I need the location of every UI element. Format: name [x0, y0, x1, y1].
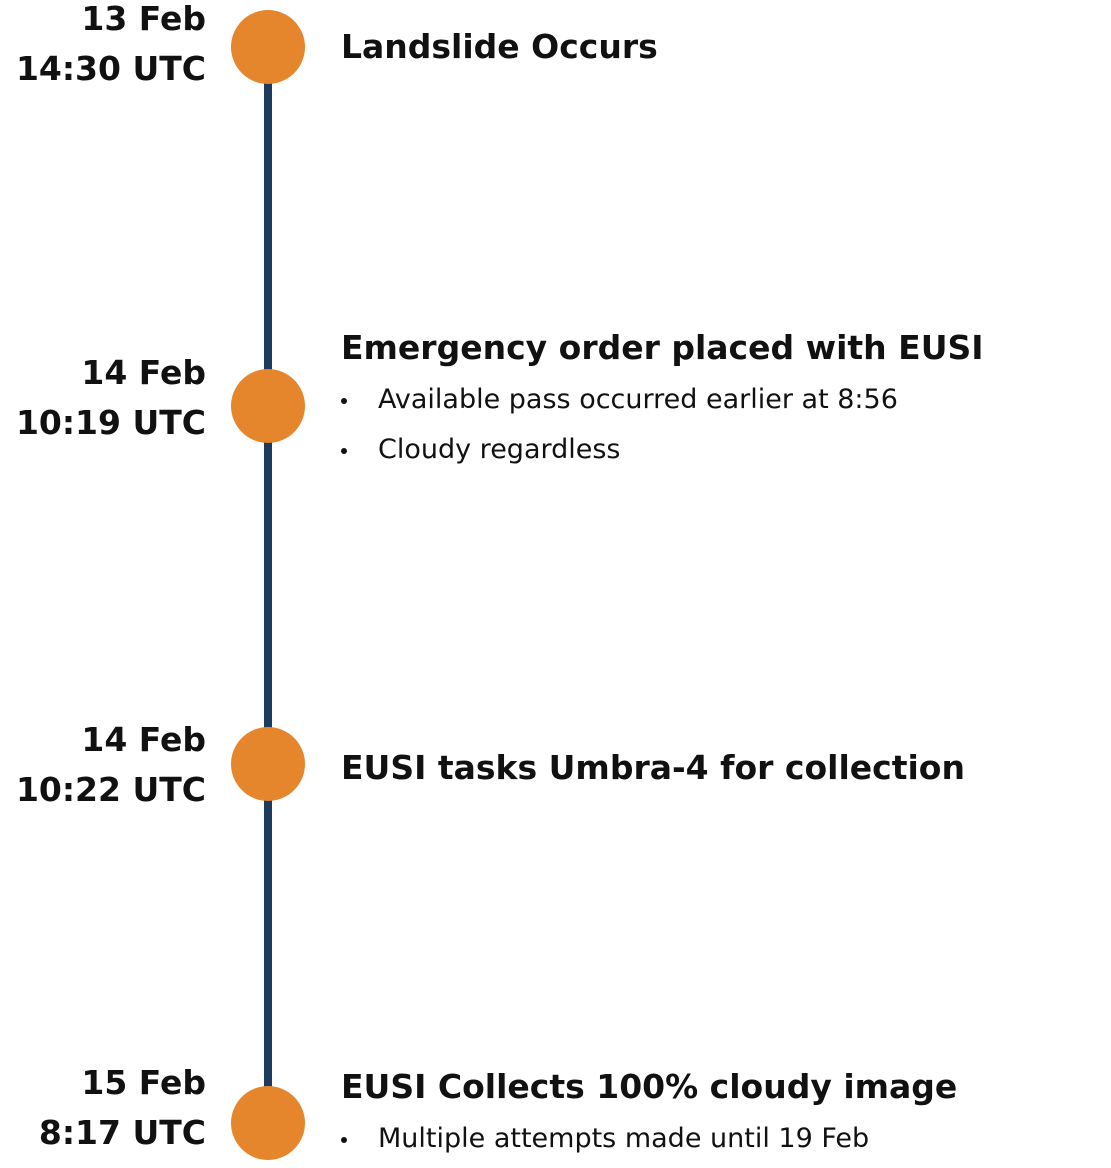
timeline-line [264, 47, 272, 1122]
event-time: 10:19 UTC [15, 403, 206, 442]
bullet-icon [341, 448, 347, 454]
event-date: 14 Feb [81, 720, 206, 759]
event-title: Emergency order placed with EUSI [341, 328, 984, 367]
list-item: Cloudy regardless [341, 425, 898, 475]
bullet-text: Multiple attempts made until 19 Feb [378, 1123, 870, 1154]
event-datetime: 14 Feb 10:22 UTC [16, 715, 206, 815]
list-item: Available pass occurred earlier at 8:56 [341, 375, 898, 425]
list-item: Multiple attempts made until 19 Feb [341, 1114, 869, 1164]
event-title: EUSI Collects 100% cloudy image [341, 1067, 958, 1106]
event-date: 14 Feb [81, 353, 206, 392]
event-time: 14:30 UTC [15, 49, 206, 88]
bullet-text: Available pass occurred earlier at 8:56 [378, 384, 898, 415]
timeline-marker [231, 1086, 305, 1160]
event-datetime: 15 Feb 8:17 UTC [39, 1058, 206, 1158]
bullet-icon [341, 1137, 347, 1143]
event-date: 13 Feb [81, 0, 206, 38]
event-datetime: 13 Feb 14:30 UTC [16, 0, 206, 94]
event-title: Landslide Occurs [341, 27, 658, 66]
event-bullet-list: Multiple attempts made until 19 Feb [341, 1114, 869, 1164]
event-title: EUSI tasks Umbra-4 for collection [341, 748, 965, 787]
bullet-icon [341, 398, 347, 404]
event-time: 10:22 UTC [15, 770, 206, 809]
timeline-marker [231, 727, 305, 801]
event-datetime: 14 Feb 10:19 UTC [16, 348, 206, 448]
timeline-marker [231, 10, 305, 84]
event-date: 15 Feb [81, 1063, 206, 1102]
event-bullet-list: Available pass occurred earlier at 8:56 … [341, 375, 898, 475]
bullet-text: Cloudy regardless [378, 434, 621, 465]
timeline-marker [231, 369, 305, 443]
event-time: 8:17 UTC [38, 1113, 206, 1152]
